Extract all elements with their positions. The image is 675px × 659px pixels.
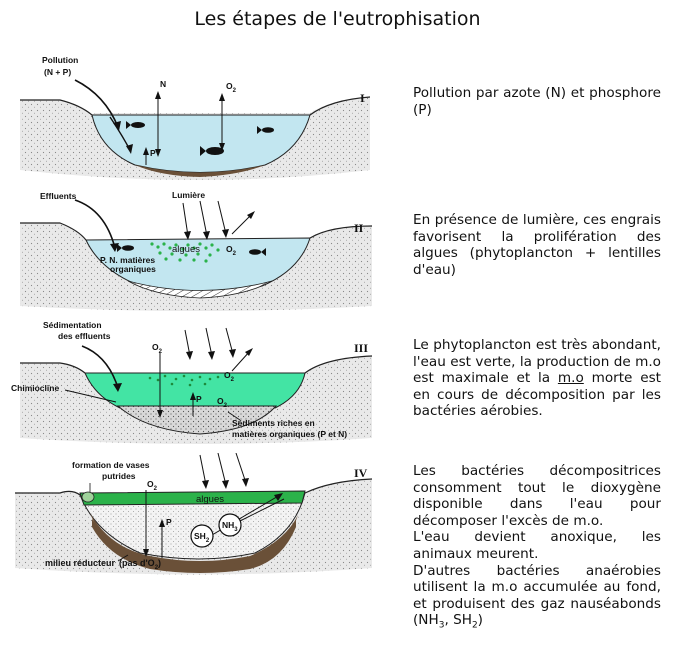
light-arrow xyxy=(235,453,247,484)
o2-label: O2 xyxy=(224,370,235,383)
stage-numeral: IV xyxy=(354,466,368,480)
sediment-layer xyxy=(127,280,273,299)
o2-label: O2 xyxy=(217,396,228,409)
p-label: P xyxy=(166,517,172,527)
sedimentation-label: Sédimentation xyxy=(43,320,102,330)
des-effluents-label: des effluents xyxy=(58,331,111,341)
algues-label: algues xyxy=(172,244,200,255)
o2-label: O2 xyxy=(152,342,163,355)
organiques-label: organiques xyxy=(110,264,156,274)
light-arrow xyxy=(217,200,227,235)
sediment-layer xyxy=(135,165,265,177)
description-line: D'autres bactéries anaérobies utilisent … xyxy=(413,562,661,632)
formation-label: formation de vases xyxy=(72,460,150,470)
p-label: P xyxy=(150,148,156,158)
water xyxy=(84,372,306,409)
stage-numeral: II xyxy=(354,221,364,235)
pollution-arrow xyxy=(74,79,119,128)
gas-arrow xyxy=(235,498,285,524)
effluents-label: Effluents xyxy=(40,191,77,201)
lumiere-label: Lumière xyxy=(172,190,205,200)
light-arrow xyxy=(205,327,213,357)
description-line: Les bactéries décompositrices consomment… xyxy=(413,463,661,529)
sediment-layer xyxy=(116,405,278,435)
sedimentation-arrow xyxy=(81,345,119,389)
pollution-np-label: (N + P) xyxy=(44,67,71,77)
algues-label: algues xyxy=(196,494,224,505)
algae-dots xyxy=(150,242,220,263)
n-label: N xyxy=(160,79,166,89)
chimiocline-label: Chimiocline xyxy=(11,383,59,393)
stage-3-description: Le phytoplancton est très abondant, l'ea… xyxy=(413,337,661,420)
light-arrow xyxy=(199,454,207,486)
stage-4-description: Les bactéries décompositrices consomment… xyxy=(413,463,661,635)
stage-numeral: III xyxy=(354,341,368,355)
milieu-label: milieu réducteur(pas d'O2) xyxy=(45,558,161,571)
light-arrow xyxy=(199,200,208,237)
light-arrow xyxy=(182,202,189,237)
p-label: P xyxy=(196,394,202,404)
milieu-pointer xyxy=(117,554,129,562)
light-arrow xyxy=(217,453,227,486)
algae-dots xyxy=(148,374,220,387)
fish-icon xyxy=(249,248,266,256)
nh3-label: NH3 xyxy=(222,520,238,533)
fish-icon xyxy=(117,244,134,252)
sh2-bubble xyxy=(190,524,214,548)
stage-1-description: Pollution par azote (N) et phosphore (P) xyxy=(413,85,661,118)
o2-label: O2 xyxy=(226,244,237,257)
sediments-label-2: matières organiques (P et N) xyxy=(232,429,347,439)
sh2-label: SH2 xyxy=(194,531,210,544)
stage-2-description: En présence de lumière, ces engrais favo… xyxy=(413,212,661,278)
pollution-label: Pollution xyxy=(42,55,78,65)
fish-icon xyxy=(200,146,224,156)
putrid-mud xyxy=(81,491,95,503)
algae-layer xyxy=(79,490,306,506)
o2-out-arrow xyxy=(231,213,253,235)
fish-icon xyxy=(257,126,274,134)
chimiocline-line xyxy=(64,389,117,403)
putrides-label: putrides xyxy=(102,471,136,481)
sediments-label: Sédiments riches en xyxy=(232,418,315,428)
description-line: L'eau devient anoxique, les animaux meur… xyxy=(413,529,661,562)
stage-1-diagram: Pollution (N + P) N O2 P I xyxy=(20,55,371,180)
effluents-arrow xyxy=(74,199,116,249)
page-title: Les étapes de l'eutrophisation xyxy=(194,8,481,30)
nh3-bubble xyxy=(218,513,242,537)
stage-4-diagram: formation de vases putrides O2 algues P … xyxy=(15,453,373,575)
o2-out-arrow xyxy=(231,350,251,372)
stage-2-diagram: Effluents Lumière algues P. N. matières … xyxy=(20,190,373,311)
water xyxy=(79,492,306,560)
stage-3-diagram: Sédimentation des effluents Chimiocline … xyxy=(11,320,373,444)
fish-icon xyxy=(126,121,145,129)
pn-label: P. N. matières xyxy=(100,255,155,265)
o2-label: O2 xyxy=(226,81,237,94)
o2-label: O2 xyxy=(147,479,158,492)
sediments-pointer xyxy=(227,411,241,421)
sediment-layer xyxy=(90,513,298,570)
stage-numeral: I xyxy=(360,91,365,105)
